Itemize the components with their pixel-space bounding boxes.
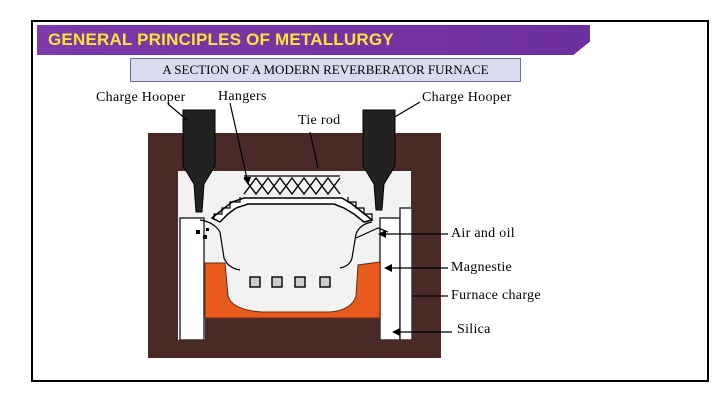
- charge-block: [249, 276, 261, 288]
- base-slab: [148, 340, 441, 358]
- left-charge-hopper: [182, 109, 216, 213]
- right-pillar-outer: [399, 207, 413, 341]
- leader-line-tie-rod: [309, 131, 319, 169]
- label-furnace-charge: Furnace charge: [451, 288, 541, 303]
- title-banner: [37, 25, 590, 55]
- chamber-outline: [199, 219, 373, 271]
- arrowhead: [244, 177, 251, 185]
- diagram-title-box: [130, 58, 521, 82]
- diagram-title: A SECTION OF A MODERN REVERBERATOR FURNA…: [162, 62, 489, 77]
- roof-bricks: [213, 197, 373, 220]
- label-tie-rod: Tie rod: [298, 113, 341, 128]
- slide-title: GENERAL PRINCIPLES OF METALLURGY: [48, 30, 394, 49]
- hangers-lattice: [243, 176, 341, 196]
- furnace-charge-bath: [204, 261, 381, 319]
- right-charge-hopper: [362, 109, 396, 211]
- label-hangers: Hangers: [218, 89, 267, 104]
- label-charge-hopper-right: Charge Hooper: [422, 90, 512, 105]
- right-outer-wall: [411, 133, 441, 343]
- arrowhead: [378, 230, 386, 238]
- label-air-and-oil: Air and oil: [451, 226, 515, 241]
- leader-line-right-hopper: [392, 101, 421, 119]
- silica-layer: [205, 318, 380, 340]
- label-silica: Silica: [457, 322, 491, 337]
- charge-block: [271, 276, 283, 288]
- label-charge-hopper-left: Charge Hooper: [96, 90, 186, 105]
- charge-particle: [206, 228, 209, 231]
- label-magnesite: Magnestie: [451, 260, 513, 275]
- arrowhead: [384, 264, 392, 272]
- charge-block: [319, 276, 331, 288]
- left-pillar: [179, 217, 205, 341]
- arrowhead: [392, 328, 400, 336]
- left-outer-wall: [148, 133, 178, 343]
- charge-block: [294, 276, 306, 288]
- leader-line-hangers: [229, 102, 249, 184]
- leader-line-left-hopper: [167, 103, 188, 121]
- charge-particle: [196, 230, 200, 234]
- charge-particle: [203, 235, 207, 239]
